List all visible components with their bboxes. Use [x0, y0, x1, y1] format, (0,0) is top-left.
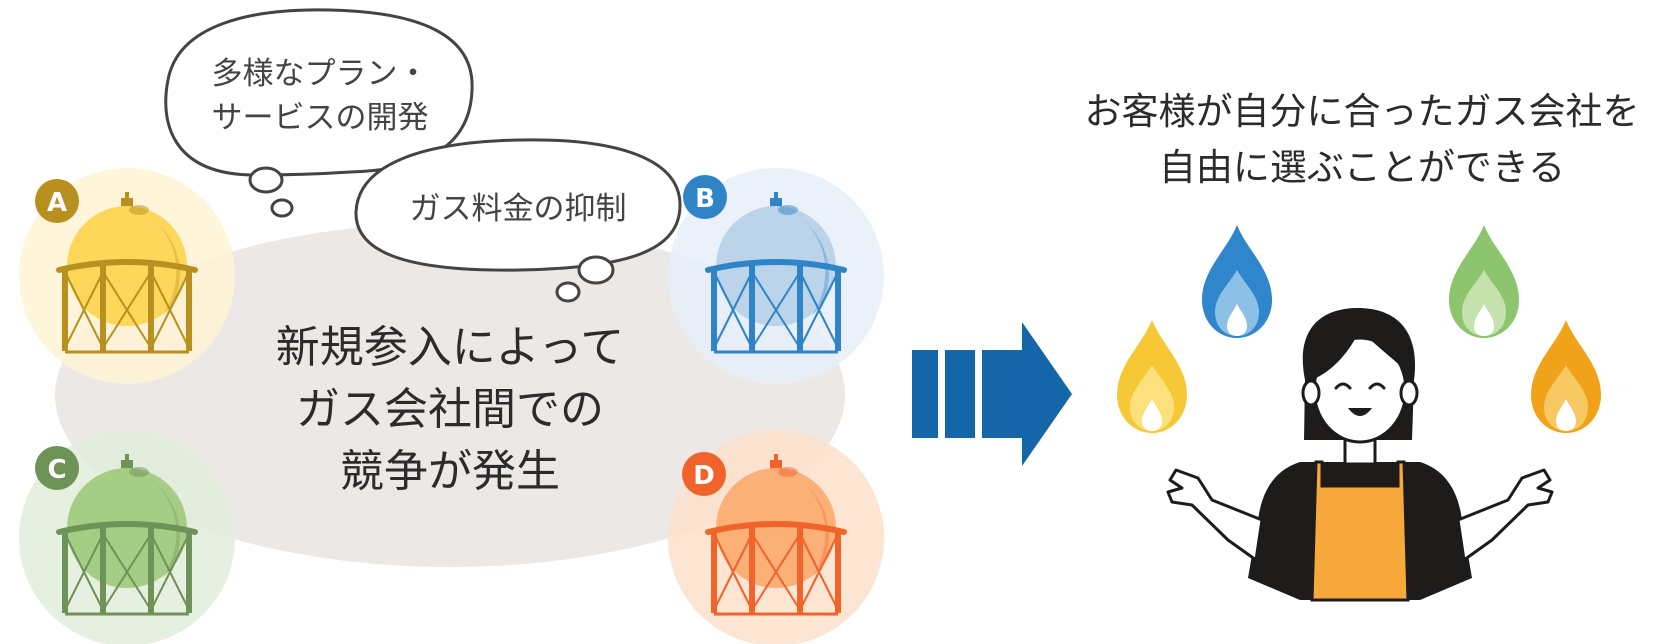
flame-yellow	[1117, 320, 1187, 433]
tank-brace	[102, 533, 152, 611]
arrow-stripe-1	[912, 350, 938, 438]
tank-valve-stem	[125, 454, 129, 462]
tank-valve-stem	[125, 192, 129, 200]
bubble-plans-line-1: 多様なプラン・	[212, 56, 429, 92]
gas-tank-icon	[705, 192, 847, 354]
woman-bangs	[1311, 310, 1411, 380]
company-b-label: B	[695, 184, 715, 214]
thought-bubble-plans: 多様なプラン・ サービスの開発	[164, 8, 474, 218]
flame-core	[1142, 399, 1162, 431]
competition-area: A B C D 新規参入によって ガス会社間での 競争が発生	[19, 168, 884, 644]
arrow-head	[982, 322, 1072, 466]
flame-core	[1556, 399, 1576, 431]
tank-valve	[121, 460, 133, 470]
tank-brace	[150, 271, 190, 349]
tank-brace	[799, 271, 839, 349]
tank-sphere	[716, 468, 836, 588]
tank-ring	[705, 259, 847, 273]
tank-valve	[770, 198, 782, 208]
woman-apron	[1310, 460, 1410, 602]
competition-line-3: 競争が発生	[340, 446, 560, 497]
company-a-label: A	[47, 188, 67, 218]
tank-brace	[64, 271, 104, 349]
tank-brace	[150, 533, 190, 611]
flame-inner	[1462, 270, 1506, 336]
result-line-2: 自由に選ぶことができる	[1159, 146, 1565, 189]
tank-ring	[56, 259, 198, 273]
woman-eye-left	[1334, 382, 1352, 390]
tank-brace	[751, 533, 801, 611]
tank-valve	[770, 460, 782, 470]
woman-eye-right	[1368, 382, 1386, 390]
company-b-badge	[683, 175, 727, 219]
flame-inner	[1130, 365, 1174, 431]
bubble-dot-small	[555, 281, 581, 303]
flame-inner	[1544, 365, 1588, 431]
woman-mouth	[1348, 408, 1372, 416]
tank-ring	[56, 521, 198, 535]
competition-line-1: 新規参入によって	[276, 322, 624, 373]
tank-highlight	[129, 205, 149, 215]
competition-line-2: ガス会社間での	[296, 384, 604, 435]
thought-bubble-icon	[354, 138, 682, 272]
bubble-price-text: ガス料金の抑制	[410, 191, 627, 227]
tank-sphere	[716, 206, 836, 326]
flame-orange	[1531, 320, 1601, 433]
tank-highlight	[129, 467, 149, 477]
bubble-plans-line-2: サービスの開発	[212, 100, 429, 136]
tank-sphere	[67, 206, 187, 326]
result-line-1: お客様が自分に合ったガス会社を	[1085, 90, 1640, 133]
flame-core	[1227, 304, 1247, 336]
arrow-stripe-2	[945, 350, 975, 438]
company-b: B	[668, 168, 884, 384]
flame-green	[1449, 225, 1519, 338]
bubble-dot-large	[248, 166, 284, 194]
tank-highlight	[778, 467, 798, 477]
competition-ellipse	[55, 223, 845, 567]
tank-valve	[121, 198, 133, 208]
woman-left-arm	[1166, 468, 1264, 562]
arrow-right-icon	[912, 322, 1072, 466]
flame-blue	[1202, 225, 1272, 338]
woman-ear-right	[1399, 379, 1419, 407]
tank-brace	[64, 533, 104, 611]
gas-tank-icon	[56, 192, 198, 354]
company-c-label: C	[47, 455, 66, 485]
company-d: D	[668, 430, 884, 644]
gas-tank-icon	[705, 454, 847, 616]
tank-sphere	[67, 468, 187, 588]
company-c: C	[19, 430, 235, 644]
company-c-badge	[35, 446, 79, 490]
company-a: A	[19, 168, 235, 384]
tank-valve-stem	[774, 454, 778, 462]
tank-valve-stem	[774, 192, 778, 200]
woman-right-arm	[1456, 468, 1554, 562]
company-d-label: D	[693, 461, 715, 491]
woman-apron-icon	[1166, 308, 1554, 602]
bubble-dot-small	[270, 198, 294, 218]
gas-tank-icon	[56, 454, 198, 616]
tank-brace	[713, 533, 753, 611]
woman-ear-left	[1301, 379, 1321, 407]
tank-ring	[705, 521, 847, 535]
company-a-badge	[35, 179, 79, 223]
flame-core	[1474, 304, 1494, 336]
flame-inner	[1215, 270, 1259, 336]
tank-brace	[751, 271, 801, 349]
company-d-badge	[682, 452, 726, 496]
tank-highlight	[778, 205, 798, 215]
tank-brace	[713, 271, 753, 349]
tank-brace	[102, 271, 152, 349]
thought-bubble-icon	[164, 8, 474, 177]
tank-brace	[799, 533, 839, 611]
bubble-dot-large	[577, 255, 615, 285]
thought-bubble-price: ガス料金の抑制	[354, 138, 682, 303]
